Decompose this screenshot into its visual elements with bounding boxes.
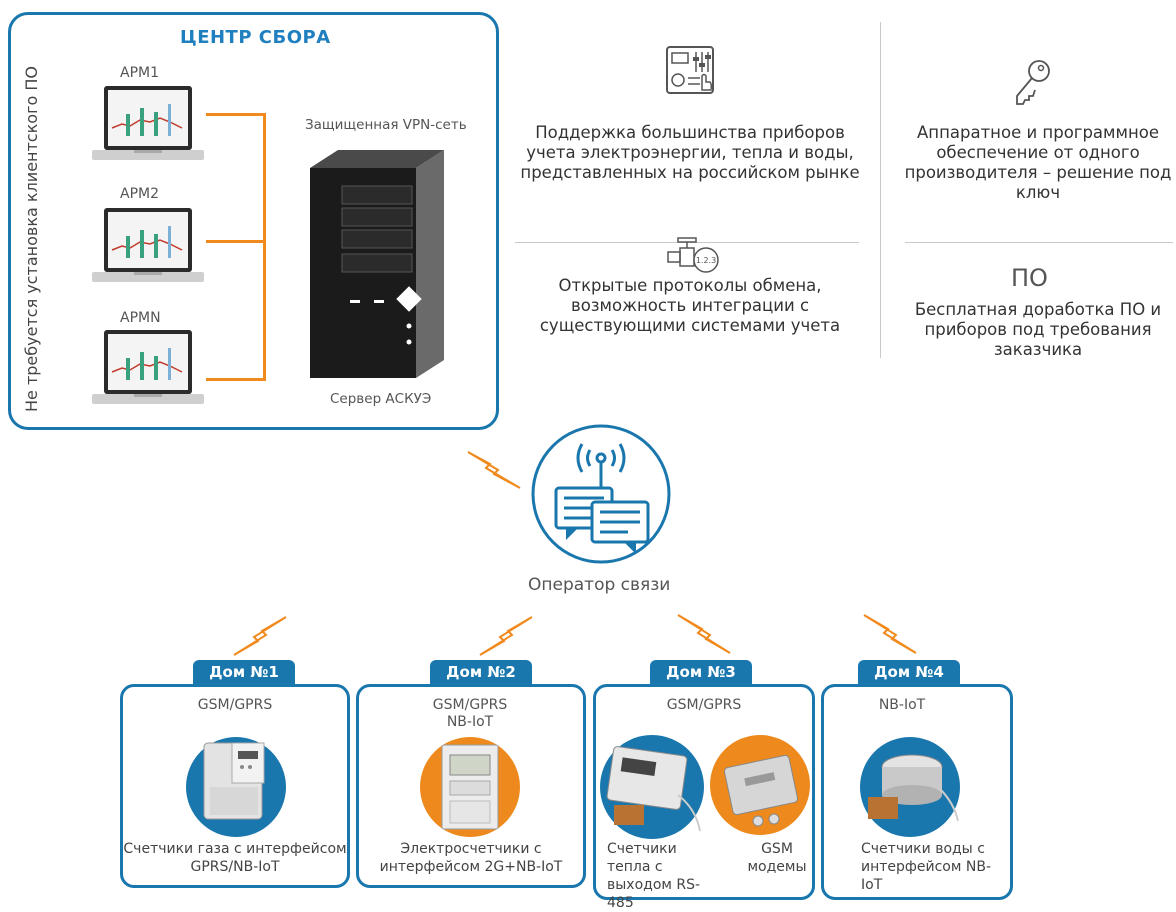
key-icon xyxy=(1016,60,1050,105)
house-tab-1: Дом №1 xyxy=(193,660,295,684)
laptop-icon xyxy=(92,330,204,404)
lightning-icon xyxy=(863,614,917,654)
house-caption-4: Счетчики воды с интерфейсом NB-IoT xyxy=(861,841,991,893)
gas-meter-image xyxy=(186,737,286,837)
house-tab-2: Дом №2 xyxy=(430,660,532,684)
server-label: Сервер АСКУЭ xyxy=(330,391,432,407)
lightning-icon xyxy=(677,614,731,654)
house-caption-2: Электросчетчики с интерфейсом 2G+NB-IoT xyxy=(379,841,563,875)
vpn-label: Защищенная VPN-сеть xyxy=(305,117,467,133)
heat-meter-image xyxy=(600,735,704,839)
electricity-meter-image xyxy=(420,737,520,837)
house-tab-4: Дом №4 xyxy=(858,660,960,684)
collection-center-box xyxy=(8,12,499,430)
laptop-icon xyxy=(92,208,204,282)
laptop-icon xyxy=(92,86,204,160)
control-panel-icon xyxy=(666,46,714,94)
gsm-modem-icon xyxy=(723,754,799,827)
house-box-3 xyxy=(593,684,815,900)
electricity-meter-icon xyxy=(441,744,499,830)
house-box-4 xyxy=(821,684,1013,900)
lightning-icon xyxy=(467,451,521,489)
operator-label: Оператор связи xyxy=(528,575,671,595)
feature-support-text: Поддержка большинства приборов учета эле… xyxy=(520,123,860,182)
side-note: Не требуется установка клиентского ПО xyxy=(22,66,41,412)
house-tab-3: Дом №3 xyxy=(650,660,752,684)
network-line xyxy=(206,113,266,116)
server-icon xyxy=(310,150,444,378)
feature-hardware-text: Аппаратное и программное обеспечение от … xyxy=(904,123,1172,202)
network-line xyxy=(206,240,266,243)
lightning-icon xyxy=(479,616,533,656)
gsm-modem-image xyxy=(710,735,810,835)
house-caption-1: Счетчики газа с интерфейсом GPRS/NB-IoT xyxy=(123,841,347,875)
water-meter-image xyxy=(860,737,960,837)
house-protocol-4: NB-IoT xyxy=(878,697,926,713)
water-meter-icon xyxy=(868,754,959,822)
gas-meter-icon xyxy=(203,742,265,820)
valve-icon: 1.2.3 xyxy=(667,237,719,273)
network-line xyxy=(263,113,266,381)
feature-protocols-text: Открытые протоколы обмена, возможность и… xyxy=(539,276,841,335)
workstation-label-1: АРМ1 xyxy=(120,65,160,81)
software-heading: ПО xyxy=(1011,264,1048,292)
protocol-badge-text: 1.2.3 xyxy=(696,256,716,265)
lightning-icon xyxy=(233,616,287,656)
house-box-2 xyxy=(356,684,586,888)
house-caption-3a: Счетчики тепла с выходом RS-485 xyxy=(607,841,701,911)
divider xyxy=(905,242,1173,243)
house-protocol-2: GSM/GPRS NB-IoT xyxy=(432,697,508,730)
center-title: ЦЕНТР СБОРА xyxy=(180,27,331,48)
house-caption-3b: GSM модемы xyxy=(747,841,807,875)
operator-icon xyxy=(531,424,671,564)
house-protocol-1: GSM/GPRS xyxy=(197,697,273,713)
divider xyxy=(880,22,881,358)
feature-software-text: Бесплатная доработка ПО и приборов под т… xyxy=(914,300,1162,359)
heat-meter-icon xyxy=(606,746,701,832)
workstation-label-n: АРМN xyxy=(120,310,161,326)
workstation-label-2: АРМ2 xyxy=(120,186,160,202)
network-line xyxy=(206,378,266,381)
house-protocol-3: GSM/GPRS xyxy=(666,697,742,713)
house-box-1 xyxy=(120,684,350,888)
